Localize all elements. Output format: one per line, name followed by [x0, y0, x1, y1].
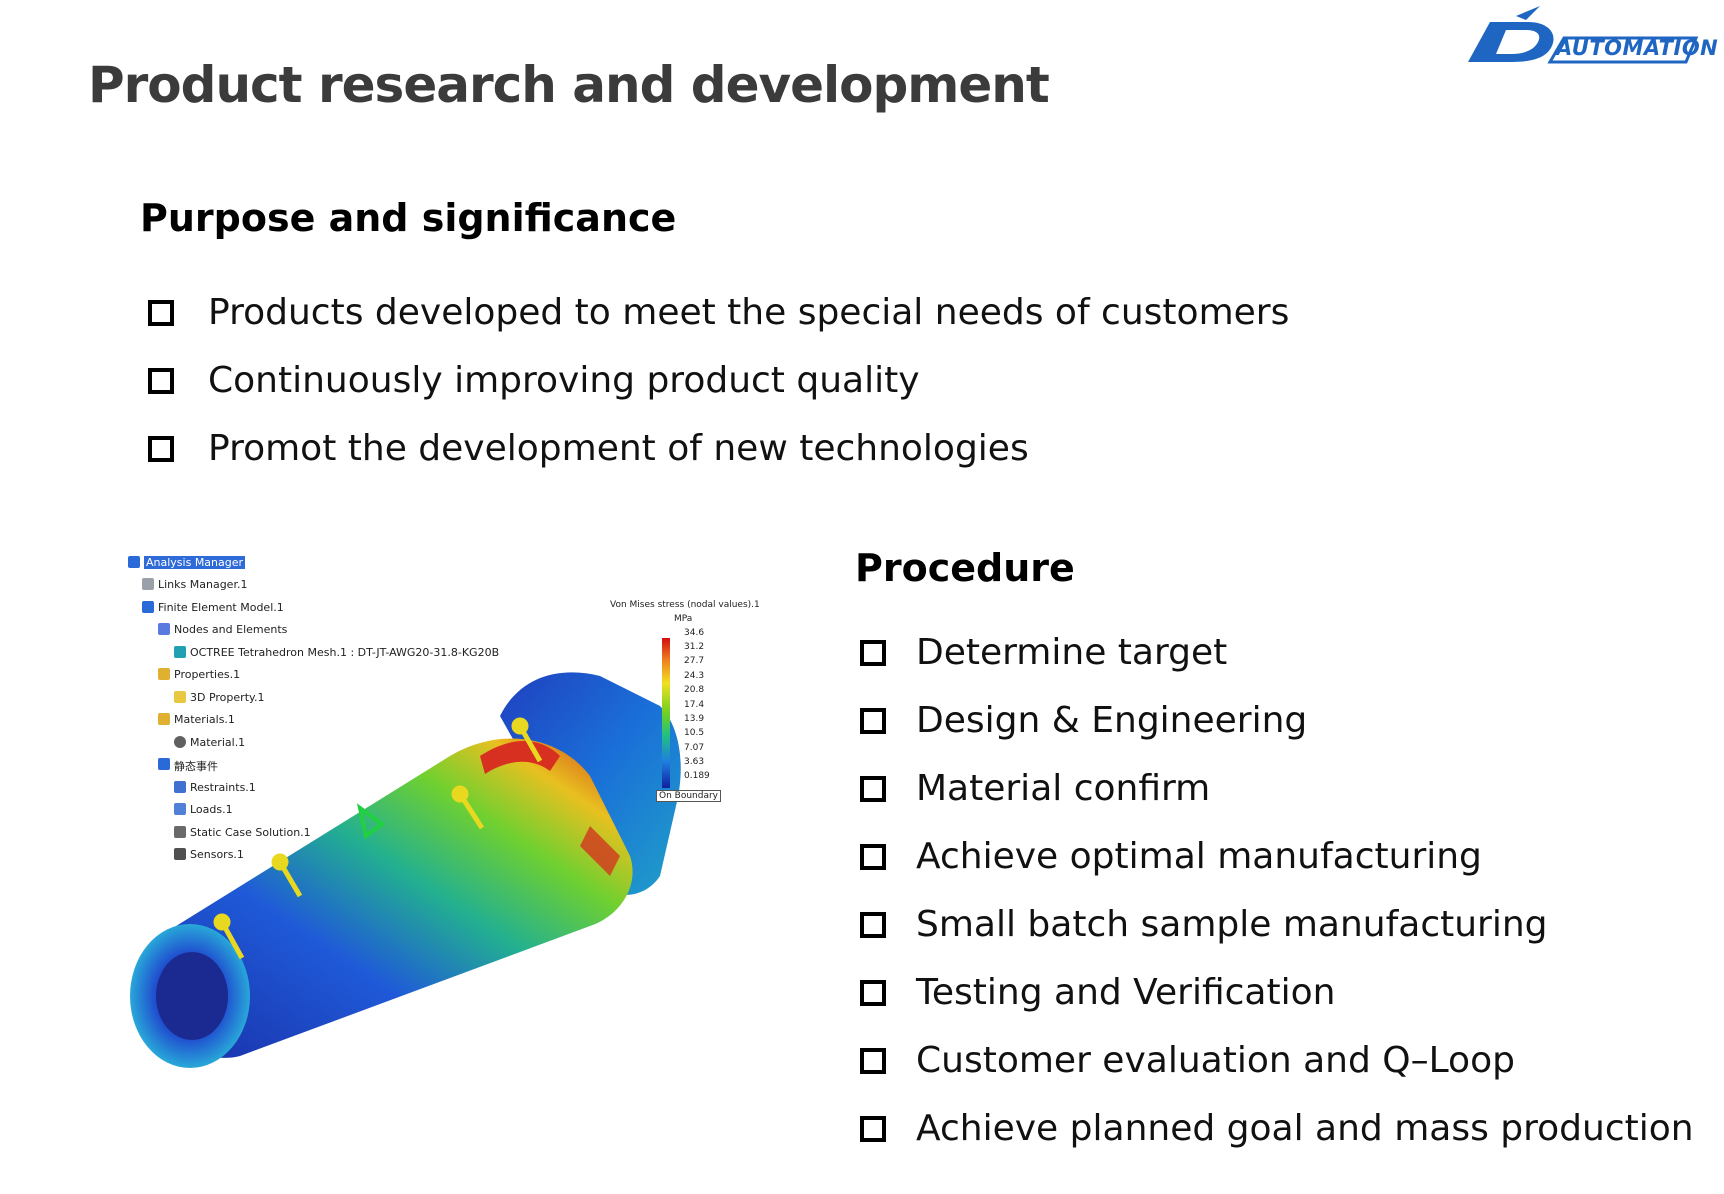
links-manager-icon [142, 578, 154, 590]
checkbox-icon [860, 1116, 886, 1142]
procedure-item: Testing and Verification [860, 972, 1694, 1040]
tree-item: Static Case Solution.1 [190, 826, 311, 839]
material-icon [174, 736, 186, 748]
checkbox-icon [860, 1048, 886, 1074]
checkbox-icon [860, 844, 886, 870]
checkbox-icon [860, 776, 886, 802]
legend-value: 20.8 [684, 685, 705, 695]
legend-value: 3.63 [684, 757, 705, 767]
tree-item: Sensors.1 [190, 848, 244, 861]
purpose-heading: Purpose and significance [140, 196, 677, 240]
procedure-item: Customer evaluation and Q–Loop [860, 1040, 1694, 1108]
legend-value: 24.3 [684, 671, 705, 681]
purpose-item: Continuously improving product quality [148, 360, 1289, 428]
tree-item: 3D Property.1 [190, 691, 265, 704]
page-title: Product research and development [88, 56, 1050, 114]
procedure-item: Material confirm [860, 768, 1694, 836]
tree-item: Links Manager.1 [158, 578, 248, 591]
tree-item: Materials.1 [174, 713, 235, 726]
mesh-icon [174, 646, 186, 658]
tree-item: 静态事件 [174, 760, 218, 773]
analysis-tree: Analysis Manager Links Manager.1 Finite … [126, 556, 556, 876]
folder-icon [158, 668, 170, 680]
legend-value: 34.6 [684, 628, 705, 638]
legend-value: 13.9 [684, 714, 705, 724]
tree-item: Restraints.1 [190, 781, 256, 794]
legend-title: Von Mises stress (nodal values).1 [610, 600, 760, 610]
static-case-icon [158, 758, 170, 770]
procedure-item: Achieve optimal manufacturing [860, 836, 1694, 904]
checkbox-icon [148, 300, 174, 326]
logo-text: AUTOMATION [1556, 36, 1719, 60]
tree-item: Loads.1 [190, 803, 233, 816]
loads-icon [174, 803, 186, 815]
solution-icon [174, 826, 186, 838]
tree-item: Properties.1 [174, 668, 241, 681]
tree-item: Analysis Manager [144, 556, 246, 569]
checkbox-icon [860, 640, 886, 666]
legend-boundary-label: On Boundary [656, 790, 721, 802]
procedure-list: Determine target Design & Engineering Ma… [860, 632, 1694, 1176]
restraints-icon [174, 781, 186, 793]
tree-item: Finite Element Model.1 [158, 601, 284, 614]
checkbox-icon [148, 368, 174, 394]
fem-model-icon [142, 601, 154, 613]
legend-value: 10.5 [684, 728, 705, 738]
procedure-item: Design & Engineering [860, 700, 1694, 768]
tree-item: OCTREE Tetrahedron Mesh.1 : DT-JT-AWG20-… [190, 646, 500, 659]
legend-value: 7.07 [684, 743, 705, 753]
legend-value: 27.7 [684, 656, 705, 666]
checkbox-icon [860, 980, 886, 1006]
nodes-icon [158, 623, 170, 635]
purpose-item: Promot the development of new technologi… [148, 428, 1289, 496]
d-automation-logo-icon [1468, 6, 1699, 64]
legend-value: 17.4 [684, 700, 705, 710]
procedure-item: Determine target [860, 632, 1694, 700]
analysis-manager-icon [128, 556, 140, 568]
legend-value: 31.2 [684, 642, 705, 652]
legend-unit: MPa [674, 614, 693, 624]
legend-color-bar [662, 638, 670, 788]
tree-item: Nodes and Elements [174, 623, 288, 636]
folder-icon [158, 713, 170, 725]
property-icon [174, 691, 186, 703]
procedure-heading: Procedure [855, 546, 1075, 590]
checkbox-icon [148, 436, 174, 462]
purpose-item: Products developed to meet the special n… [148, 292, 1289, 360]
purpose-list: Products developed to meet the special n… [148, 292, 1289, 496]
fea-simulation-image [130, 672, 681, 1068]
legend-value: 0.189 [684, 771, 710, 781]
sensors-icon [174, 848, 186, 860]
procedure-item: Small batch sample manufacturing [860, 904, 1694, 972]
procedure-item: Achieve planned goal and mass production [860, 1108, 1694, 1176]
tree-item: Material.1 [190, 736, 246, 749]
checkbox-icon [860, 708, 886, 734]
checkbox-icon [860, 912, 886, 938]
